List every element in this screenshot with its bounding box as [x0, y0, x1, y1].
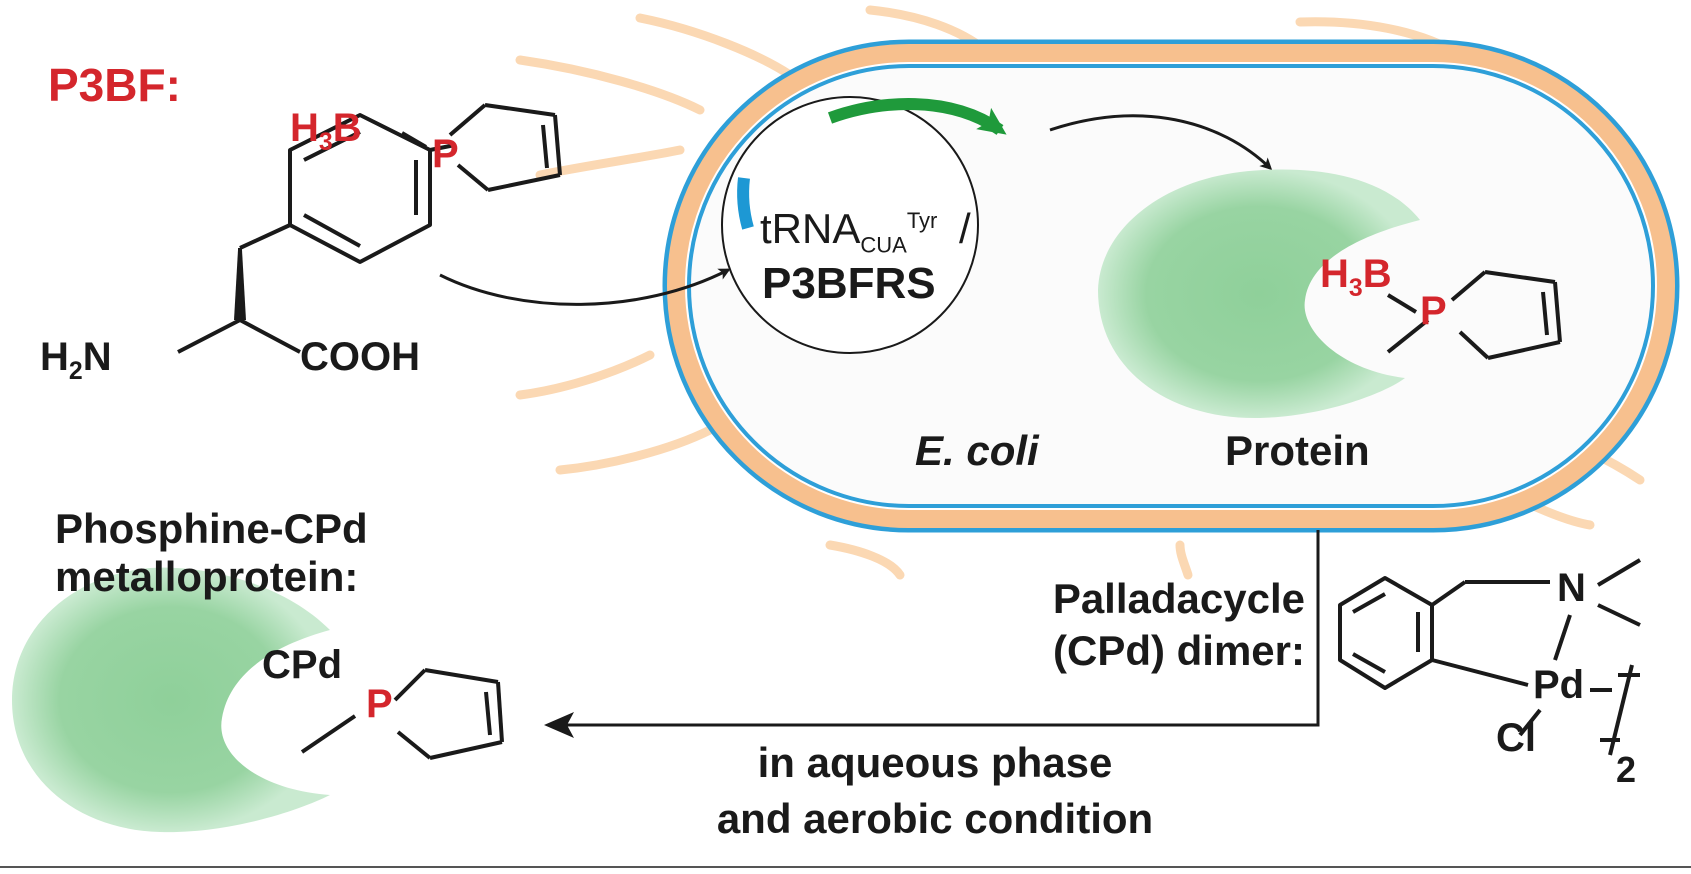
reagent-cl: Cl [1496, 716, 1536, 760]
expression-arrow [1049, 114, 1273, 171]
conditions-line1: in aqueous phase [757, 739, 1113, 786]
amine-h: H [40, 335, 69, 379]
plasmid-line1: tRNACUATyr / [760, 208, 971, 256]
product-protein-icon [12, 567, 330, 833]
conditions-label: in aqueous phase and aerobic condition [640, 742, 1230, 840]
borane-b: B [332, 106, 362, 150]
product-title-line1: Phosphine-CPd [55, 505, 368, 552]
organism-label: E. coli [915, 427, 1039, 474]
plasmid-slash: / [959, 205, 971, 252]
product-phosphorus: P [366, 682, 393, 726]
amine-n: N [82, 335, 112, 379]
conditions-line2: and aerobic condition [716, 795, 1154, 842]
protein-phosphorus: P [1420, 289, 1447, 333]
plasmid-line2: P3BFRS [762, 259, 936, 308]
amine-sub: 2 [68, 358, 83, 385]
amine-label: H2N [40, 337, 112, 385]
p3bf-title: P3BF: [48, 59, 181, 111]
plasmid-cua: CUA [860, 232, 907, 258]
reagent-pd: Pd [1533, 663, 1585, 707]
p3bf-phosphorus: P [432, 132, 459, 176]
protein-pocket-icon [1098, 169, 1420, 419]
product-title-line2: metalloprotein: [55, 553, 359, 600]
protein-borane-b: B [1362, 252, 1392, 296]
uptake-arrow [439, 268, 731, 306]
p3bf-structure [177, 103, 562, 354]
reagent-n: N [1557, 566, 1586, 610]
protein-phosphine-structure [1386, 270, 1562, 360]
protein-borane-label: H3B [1320, 254, 1392, 302]
reagent-count: 2 [1616, 749, 1637, 790]
p3bf-borane-label: H3B [290, 108, 362, 156]
palladacycle-structure [1338, 558, 1642, 756]
reagent-line2: (CPd) dimer: [1053, 627, 1305, 674]
product-cpd: CPd [262, 643, 342, 687]
acid-label: COOH [300, 335, 420, 379]
bottom-border [0, 866, 1691, 868]
plasmid-tyr: Tyr [906, 208, 938, 233]
reaction-arrow-icon [544, 530, 1320, 738]
borane-h: H [290, 106, 319, 150]
protein-borane-sub: 3 [1348, 275, 1363, 302]
protein-label: Protein [1225, 427, 1370, 474]
plasmid-icon [721, 96, 1007, 354]
protein-borane-h: H [1320, 252, 1349, 296]
wedge-bond [234, 250, 246, 320]
reagent-line1: Palladacycle [1052, 575, 1305, 622]
reagent-label: Palladacycle (CPd) dimer: [970, 578, 1305, 672]
plasmid-trna: tRNA [760, 205, 861, 252]
product-phosphine-structure [300, 668, 504, 760]
borane-sub: 3 [318, 129, 333, 156]
product-title: Phosphine-CPd metalloprotein: [55, 505, 368, 600]
